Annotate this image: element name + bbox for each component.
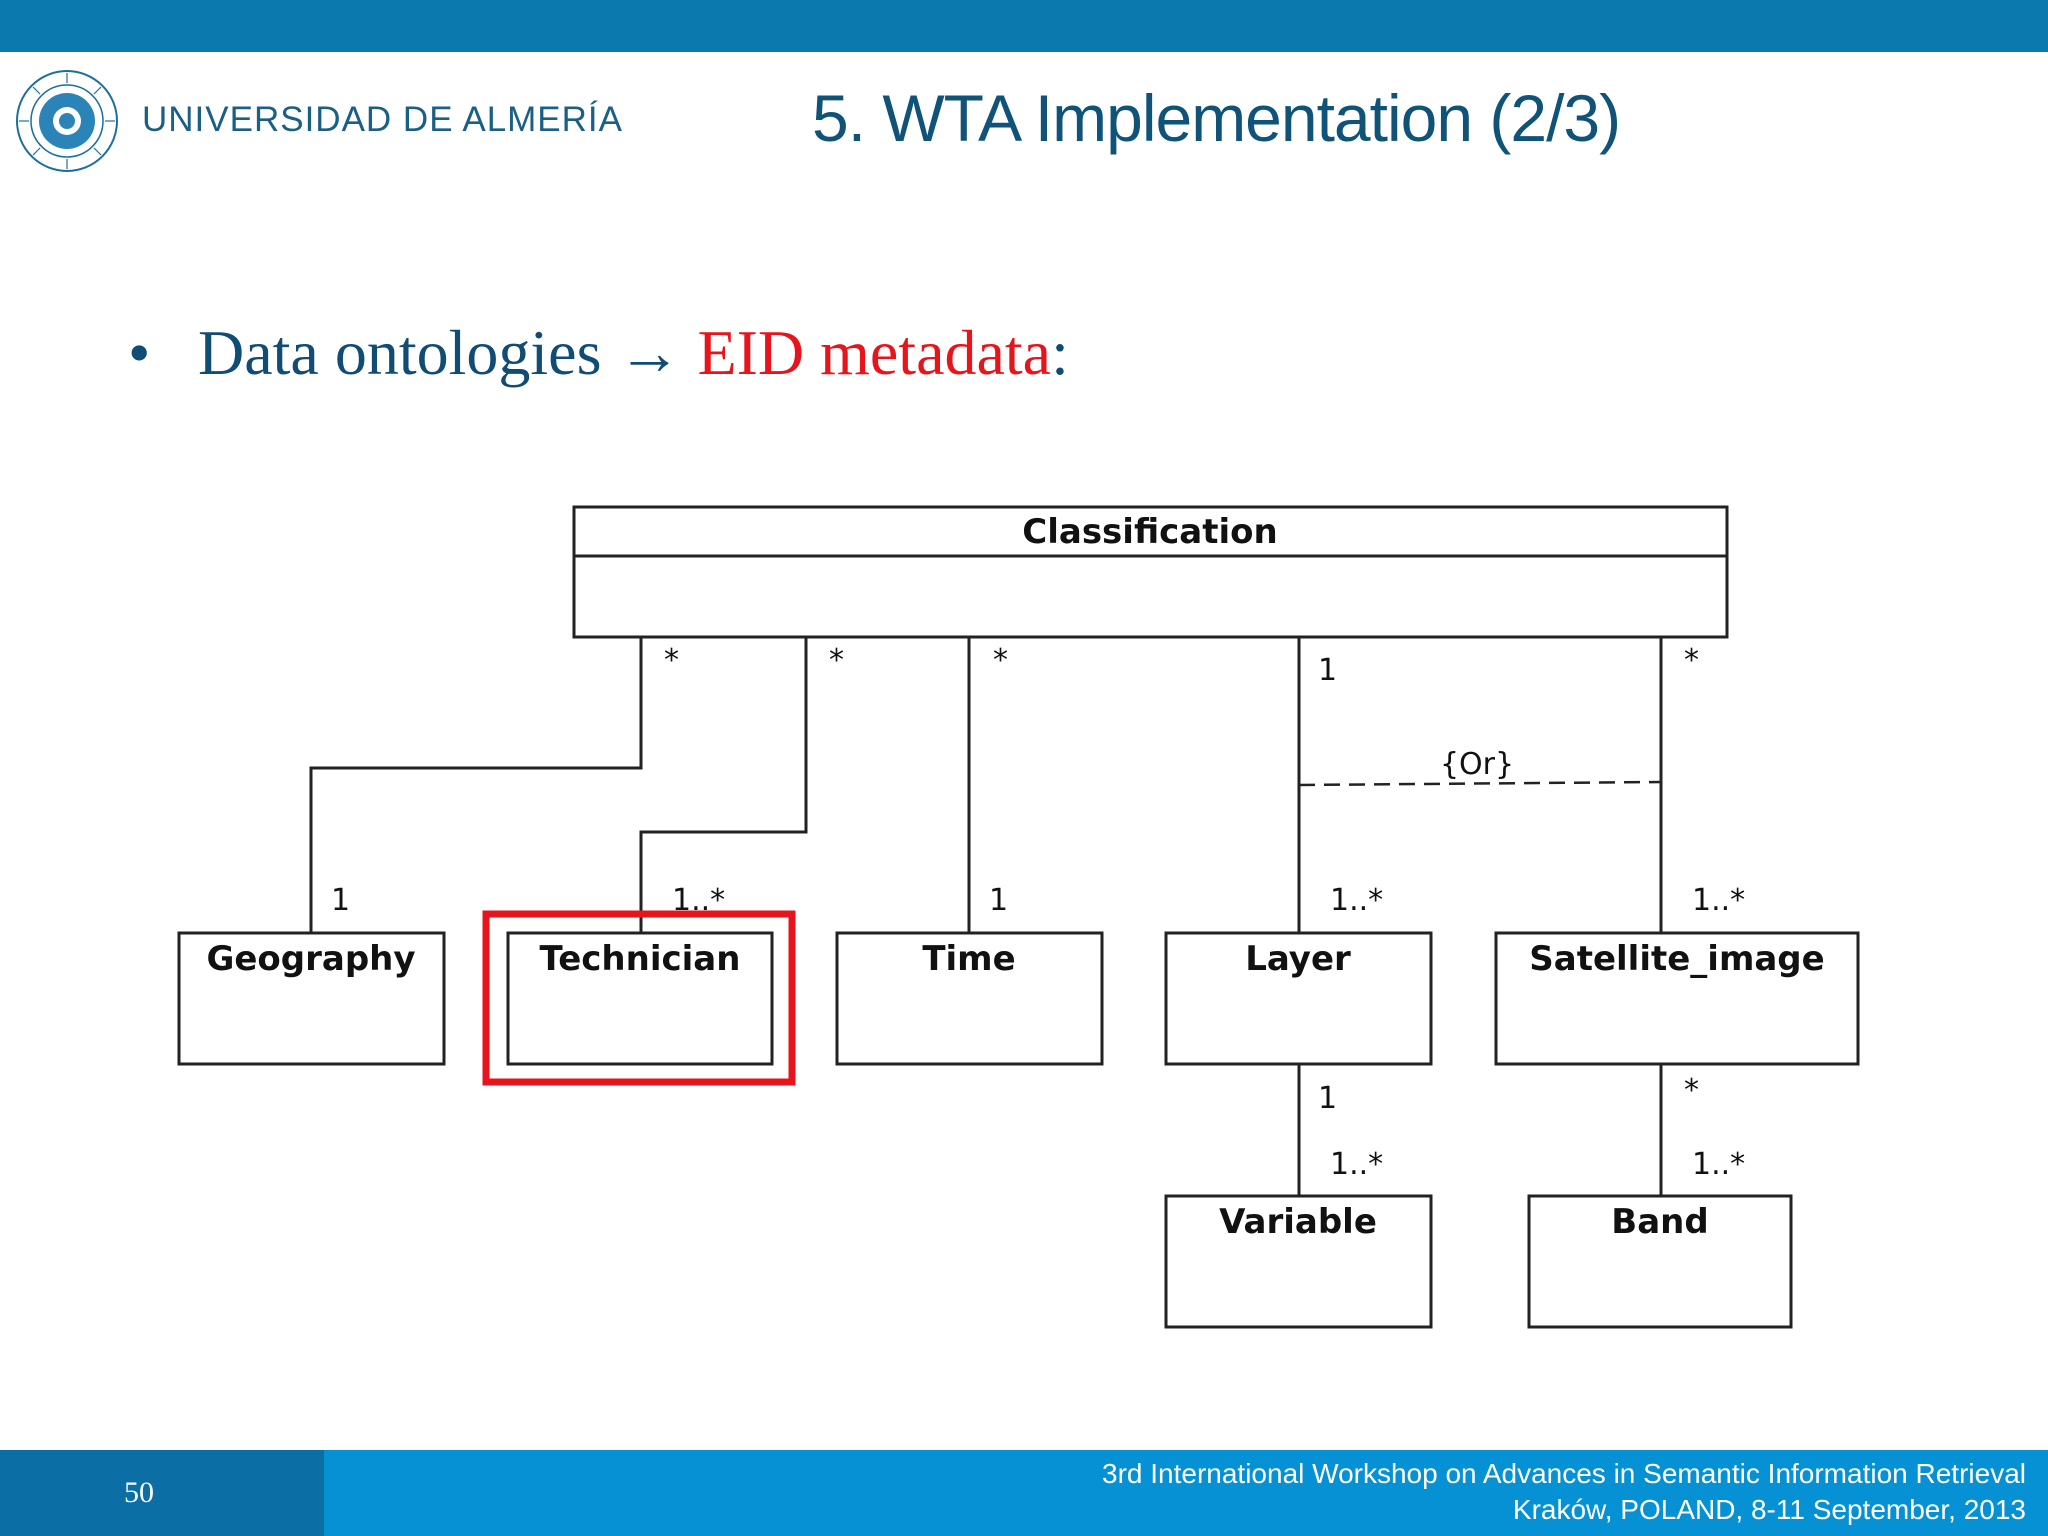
classification-box xyxy=(572,505,1729,639)
or-constraint-line xyxy=(1298,780,1662,787)
layer-top-multiplicity: 1 xyxy=(1318,653,1337,688)
conference-location-date: Kraków, POLAND, 8-11 September, 2013 xyxy=(1512,1494,2026,1525)
conference-name: 3rd International Workshop on Advances i… xyxy=(1102,1458,2026,1489)
bullet-item: • Data ontologies → EID metadata: xyxy=(128,316,1069,390)
geo-bottom-multiplicity: 1 xyxy=(331,883,350,918)
tech-top-multiplicity: * xyxy=(829,643,844,678)
layer-label: Layer xyxy=(1245,939,1351,979)
variable-label: Variable xyxy=(1219,1202,1377,1242)
sat-band-bottom-multiplicity: 1..* xyxy=(1692,1147,1745,1182)
bullet-text: Data ontologies xyxy=(198,317,602,388)
slide-title: 5. WTA Implementation (2/3) xyxy=(812,81,1621,155)
sat-band-top-multiplicity: * xyxy=(1684,1073,1699,1108)
layer-var-top-multiplicity: 1 xyxy=(1318,1081,1337,1116)
geography-association xyxy=(309,637,643,933)
satellite-image-label: Satellite_image xyxy=(1529,939,1824,979)
technician-label: Technician xyxy=(540,939,741,979)
bullet-marker: • xyxy=(128,317,151,388)
sat-bottom-multiplicity: 1..* xyxy=(1692,883,1745,918)
classification-label: Classification xyxy=(1022,512,1277,552)
time-label: Time xyxy=(922,939,1015,979)
university-seal-logo xyxy=(16,70,118,172)
top-bar xyxy=(0,0,2048,52)
time-top-multiplicity: * xyxy=(993,643,1008,678)
layer-bottom-multiplicity: 1..* xyxy=(1330,883,1383,918)
tech-bottom-multiplicity: 1..* xyxy=(672,883,725,918)
footer: 50 3rd International Workshop on Advance… xyxy=(0,1450,2048,1536)
page-number: 50 xyxy=(124,1476,154,1509)
band-label: Band xyxy=(1611,1202,1708,1242)
sat-top-multiplicity: * xyxy=(1684,643,1699,678)
time-bottom-multiplicity: 1 xyxy=(989,883,1008,918)
university-name: UNIVERSIDAD DE ALMERÍA xyxy=(142,100,623,139)
geography-label: Geography xyxy=(206,939,415,979)
bullet-highlight: EID metadata xyxy=(697,317,1052,388)
geo-top-multiplicity: * xyxy=(664,643,679,678)
bullet-suffix: : xyxy=(1051,317,1069,388)
or-constraint-label: {Or} xyxy=(1440,747,1514,782)
page-number-panel: 50 xyxy=(0,1450,324,1536)
arrow-icon: → xyxy=(601,317,698,388)
technician-highlight-box xyxy=(482,910,796,1086)
technician-association xyxy=(639,637,808,933)
satellite-image-box xyxy=(1494,931,1860,1066)
layer-var-bottom-multiplicity: 1..* xyxy=(1330,1147,1383,1182)
